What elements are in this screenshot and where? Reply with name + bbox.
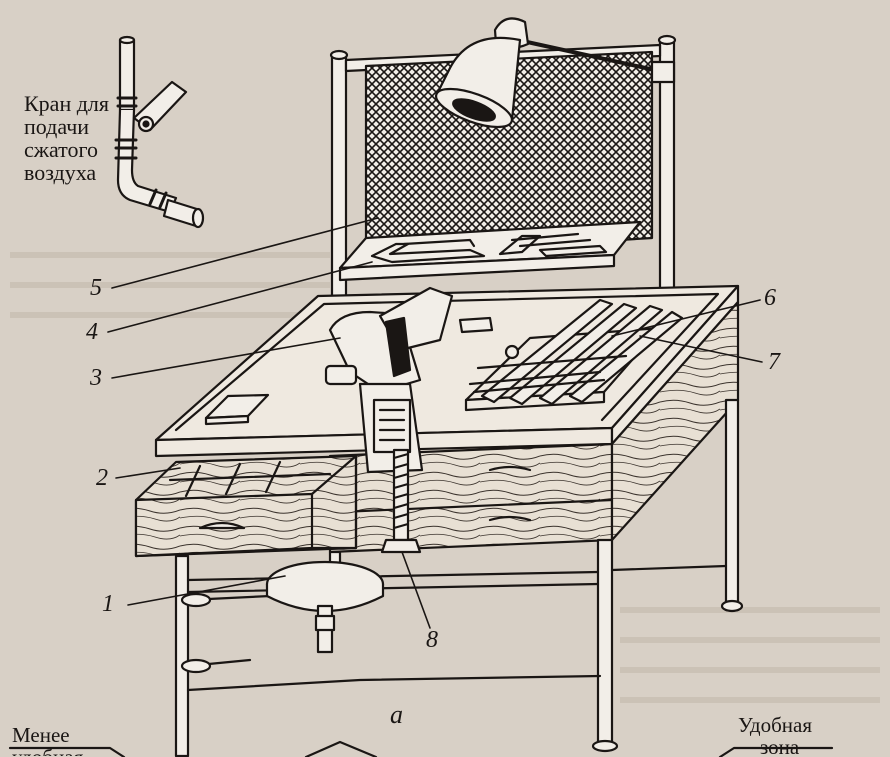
figure-letter: а (390, 700, 403, 729)
zone-right-label: Удобная зона (738, 714, 812, 756)
callout-6: 6 (764, 285, 776, 311)
callout-1: 1 (102, 591, 114, 617)
callout-5: 5 (90, 275, 102, 301)
vise (324, 286, 454, 554)
callout-2: 2 (96, 465, 108, 491)
file-rack (464, 298, 684, 412)
zone-left-label: Менее удобная (12, 724, 83, 756)
leader-lines (107, 217, 763, 629)
callout-4: 4 (86, 319, 98, 345)
callout-8: 8 (426, 627, 438, 653)
zone-left-line: Менее (12, 723, 70, 747)
zone-arrows (8, 740, 834, 757)
air-tap-caption-line: воздуха (24, 160, 97, 185)
tool-shelf (338, 220, 642, 282)
air-tap-caption-line: Кран для (24, 91, 110, 116)
screw (380, 448, 422, 554)
air-tap-caption: Кран для подачи сжатого воздуха (24, 92, 109, 184)
drawer (134, 454, 358, 558)
air-tap-icon (114, 35, 205, 229)
zone-right-line: Удобная (738, 713, 813, 737)
callout-7: 7 (768, 349, 780, 375)
air-tap-caption-line: подачи (24, 114, 90, 139)
mesh-screen (364, 50, 654, 258)
zone-right-line: зона (760, 736, 800, 756)
lamp-icon (434, 17, 676, 129)
air-tap-caption-line: сжатого (24, 137, 98, 162)
callout-3: 3 (90, 365, 102, 391)
footrest (180, 560, 385, 674)
zone-left-line: удобная (12, 746, 83, 756)
